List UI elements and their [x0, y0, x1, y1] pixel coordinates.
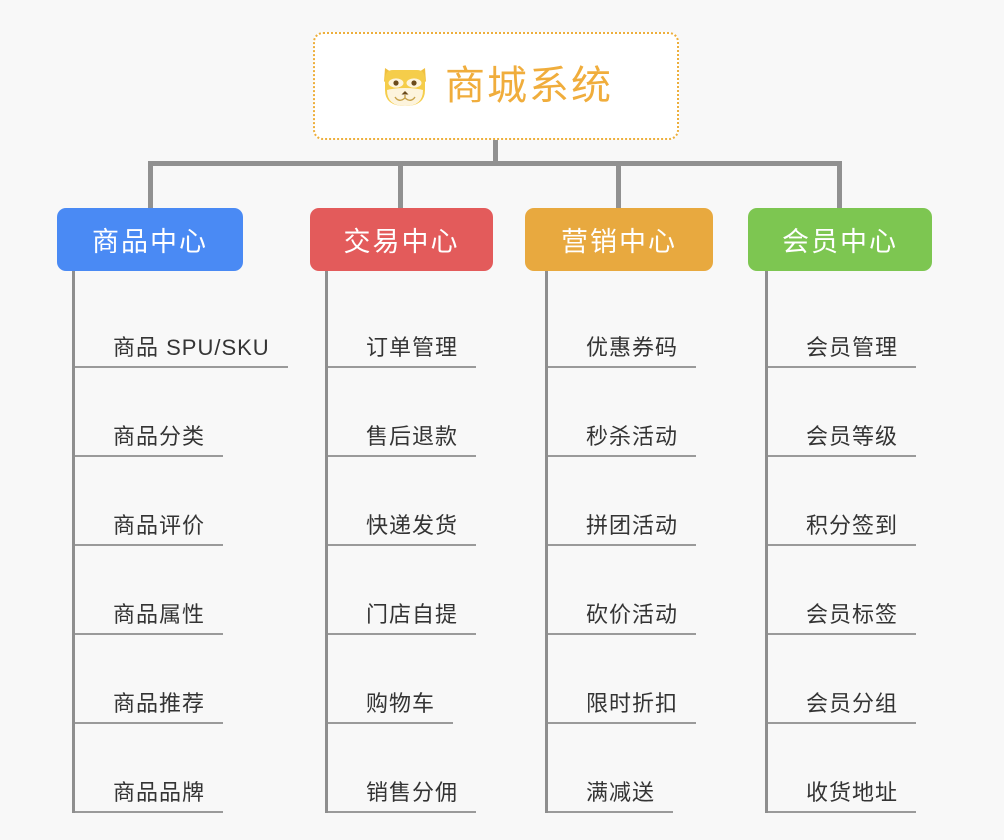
column-member-center: 会员中心 会员管理 会员等级 积分签到 会员标签 会员分组 收货地址 [748, 208, 968, 813]
list-item[interactable]: 秒杀活动 [548, 368, 745, 457]
list-item[interactable]: 会员标签 [768, 546, 968, 635]
list-item[interactable]: 商品 SPU/SKU [75, 279, 288, 368]
category-header-marketing-center[interactable]: 营销中心 [525, 208, 713, 271]
leaf-label: 满减送 [586, 779, 656, 805]
list-item[interactable]: 会员等级 [768, 368, 968, 457]
category-header-product-center[interactable]: 商品中心 [57, 208, 243, 271]
category-header-trade-center[interactable]: 交易中心 [310, 208, 493, 271]
list-item[interactable]: 拼团活动 [548, 457, 745, 546]
leaf-label: 订单管理 [366, 334, 459, 360]
list-item[interactable]: 商品分类 [75, 368, 277, 457]
list-item[interactable]: 会员分组 [768, 635, 968, 724]
category-label: 营销中心 [561, 227, 677, 257]
list-item[interactable]: 订单管理 [328, 279, 530, 368]
list-item[interactable]: 购物车 [328, 635, 530, 724]
category-header-member-center[interactable]: 会员中心 [748, 208, 932, 271]
leaf-label: 购物车 [366, 690, 436, 716]
connector-root-stem [493, 140, 498, 164]
leaf-label: 会员分组 [806, 690, 899, 716]
leaf-label: 商品分类 [113, 423, 206, 449]
leaf-label: 收货地址 [806, 779, 899, 805]
leaf-label: 会员管理 [806, 334, 899, 360]
connector-drop-marketing-center [616, 161, 621, 209]
leaf-label: 销售分佣 [366, 779, 459, 805]
column-marketing-center: 营销中心 优惠券码 秒杀活动 拼团活动 砍价活动 限时折扣 满减送 [525, 208, 745, 813]
list-item[interactable]: 积分签到 [768, 457, 968, 546]
list-item[interactable]: 售后退款 [328, 368, 530, 457]
column-trade-center: 交易中心 订单管理 售后退款 快递发货 门店自提 购物车 销售分佣 [310, 208, 530, 813]
list-item[interactable]: 门店自提 [328, 546, 530, 635]
list-item[interactable]: 商品属性 [75, 546, 277, 635]
category-columns: 商品中心 商品 SPU/SKU 商品分类 商品评价 商品属性 商品推荐 商品品牌… [0, 208, 1004, 840]
leaf-label: 商品属性 [113, 601, 206, 627]
list-item[interactable]: 限时折扣 [548, 635, 745, 724]
connector-drop-trade-center [398, 161, 403, 209]
leaf-list-marketing-center: 优惠券码 秒杀活动 拼团活动 砍价活动 限时折扣 满减送 [545, 271, 745, 813]
list-item[interactable]: 快递发货 [328, 457, 530, 546]
leaf-label: 商品推荐 [113, 690, 206, 716]
leaf-label: 商品品牌 [113, 779, 206, 805]
leaf-label: 限时折扣 [586, 690, 679, 716]
leaf-label: 门店自提 [366, 601, 459, 627]
leaf-label: 积分签到 [806, 512, 899, 538]
leaf-label: 砍价活动 [586, 601, 679, 627]
list-item[interactable]: 收货地址 [768, 724, 968, 813]
shiba-inu-dog-face-icon [379, 62, 431, 110]
leaf-list-trade-center: 订单管理 售后退款 快递发货 门店自提 购物车 销售分佣 [325, 271, 530, 813]
list-item[interactable]: 会员管理 [768, 279, 968, 368]
list-item[interactable]: 商品推荐 [75, 635, 277, 724]
list-item[interactable]: 商品品牌 [75, 724, 277, 813]
list-item[interactable]: 满减送 [548, 724, 745, 813]
leaf-label: 会员等级 [806, 423, 899, 449]
leaf-label: 商品评价 [113, 512, 206, 538]
leaf-label: 拼团活动 [586, 512, 679, 538]
category-label: 商品中心 [92, 227, 208, 257]
list-item[interactable]: 销售分佣 [328, 724, 530, 813]
leaf-label: 优惠券码 [586, 334, 679, 360]
list-item[interactable]: 砍价活动 [548, 546, 745, 635]
root-title: 商城系统 [445, 64, 613, 108]
connector-horizontal-bus [150, 161, 842, 166]
category-label: 交易中心 [343, 227, 460, 257]
leaf-label: 快递发货 [366, 512, 459, 538]
category-label: 会员中心 [782, 227, 898, 257]
leaf-list-product-center: 商品 SPU/SKU 商品分类 商品评价 商品属性 商品推荐 商品品牌 [72, 271, 288, 813]
column-product-center: 商品中心 商品 SPU/SKU 商品分类 商品评价 商品属性 商品推荐 商品品牌 [57, 208, 288, 813]
leaf-list-member-center: 会员管理 会员等级 积分签到 会员标签 会员分组 收货地址 [765, 271, 968, 813]
root-node[interactable]: 商城系统 [313, 32, 679, 140]
leaf-label: 会员标签 [806, 601, 899, 627]
connector-drop-member-center [837, 161, 842, 209]
list-item[interactable]: 商品评价 [75, 457, 277, 546]
list-item[interactable]: 优惠券码 [548, 279, 745, 368]
leaf-label: 售后退款 [366, 423, 459, 449]
leaf-label: 商品 SPU/SKU [113, 334, 270, 360]
connector-drop-product-center [148, 161, 153, 209]
leaf-label: 秒杀活动 [586, 423, 679, 449]
